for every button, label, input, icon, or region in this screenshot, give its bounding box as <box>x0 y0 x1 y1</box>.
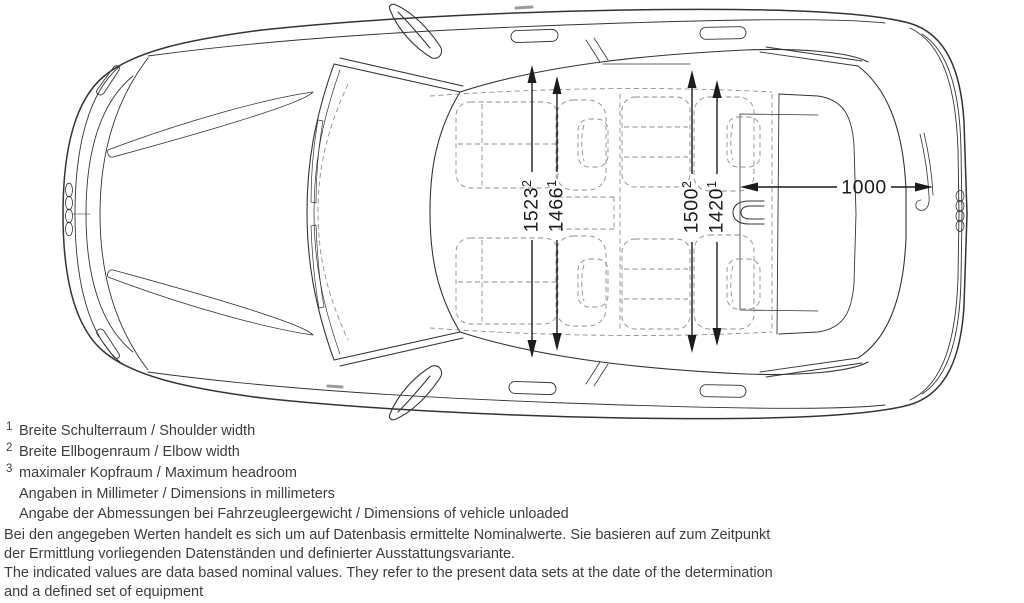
dim-value: 1523 <box>521 187 543 232</box>
disclaimer-line: Bei den angegeben Werten handelt es sich… <box>4 527 771 543</box>
door-handles <box>508 26 747 398</box>
windshield-front-edge-inner <box>313 69 341 355</box>
roof-side-left <box>459 48 869 93</box>
dim-superscript: 2 <box>680 181 694 188</box>
footnote-text: Angaben in Millimeter / Dimensions in mi… <box>19 486 335 502</box>
beltline-left <box>147 19 886 57</box>
disclaimer-paragraph: Bei den angegeben Werten handelt es sich… <box>4 526 966 602</box>
dimension-front-elbow-width: 15232 <box>520 65 543 358</box>
headlight-left-icon <box>96 65 120 96</box>
front-seat-right <box>455 235 609 327</box>
front-bumper-line <box>85 75 134 353</box>
svg-text:15232: 15232 <box>520 180 543 233</box>
rear-seat-left <box>621 96 761 192</box>
a-pillar-left <box>333 57 464 93</box>
cargo-area <box>739 93 857 335</box>
dim-value: 1500 <box>681 188 703 233</box>
footnote-units: Angaben in Millimeter / Dimensions in mi… <box>6 484 966 504</box>
rear-wiper <box>915 132 934 211</box>
disclaimer-line: der Ermittlung vorliegenden Datenständen… <box>4 546 516 562</box>
svg-text:14661: 14661 <box>545 180 568 233</box>
footnote-unloaded: Angabe der Abmessungen bei Fahrzeugleerg… <box>6 504 966 524</box>
dimension-rear-elbow-width: 15002 <box>680 70 703 353</box>
dimension-rear-shoulder-width: 14201 <box>705 80 728 346</box>
footnote-text: maximaler Kopfraum / Maximum headroom <box>19 465 298 481</box>
windshield-wipers <box>310 119 325 309</box>
dimension-annotations: 15232 14661 15002 14201 <box>520 65 933 358</box>
svg-text:14201: 14201 <box>705 181 728 234</box>
rear-armrest-handle <box>732 200 765 225</box>
dim-superscript: 2 <box>520 180 534 187</box>
footnote-shoulder-width: 1 Breite Schulterraum / Shoulder width <box>6 421 966 442</box>
beltline-right <box>147 371 886 409</box>
svg-text:15002: 15002 <box>680 181 703 234</box>
dim-value: 1420 <box>706 188 728 233</box>
rear-window-edge <box>857 65 907 359</box>
windshield-front-edge <box>306 63 335 361</box>
dim-superscript: 1 <box>705 181 719 188</box>
roof-rail-marks <box>326 5 534 389</box>
side-mirror-left <box>388 3 443 59</box>
rear-seat-right <box>621 234 761 330</box>
roof-side-right <box>459 331 869 376</box>
hood-crease <box>107 91 314 158</box>
footnote-headroom: 3 maximaler Kopfraum / Maximum headroom <box>6 463 966 484</box>
disclaimer-line: and a defined set of equipment <box>4 584 204 600</box>
interior-dashed-details <box>317 83 773 341</box>
dim-superscript: 1 <box>545 180 559 187</box>
side-mirror-right <box>388 365 443 421</box>
c-pillar-seam <box>759 46 863 378</box>
car-top-view-illustration <box>62 3 968 421</box>
cabin-edge <box>429 327 773 336</box>
dimension-load-length: 1000 <box>740 177 933 199</box>
cabin-edge <box>429 88 773 97</box>
center-console <box>558 196 615 230</box>
tailgate-line <box>921 33 963 395</box>
dashboard-edge <box>317 83 349 341</box>
dimension-front-shoulder-width: 14661 <box>545 76 568 351</box>
footnote-marker: 2 <box>6 442 13 454</box>
audi-rings-rear-icon <box>955 190 965 232</box>
a-pillar-right <box>333 331 464 367</box>
footnote-text: Breite Schulterraum / Shoulder width <box>19 423 256 439</box>
front-seat-left <box>455 99 609 191</box>
tailgate-line <box>909 27 960 401</box>
footnote-marker: 3 <box>6 463 13 475</box>
headlight-right-icon <box>96 328 120 359</box>
b-pillar-seam <box>585 37 609 387</box>
hood-crease <box>107 269 314 336</box>
footnote-elbow-width: 2 Breite Ellbogenraum / Elbow width <box>6 442 966 463</box>
disclaimer-line: The indicated values are data based nomi… <box>4 565 773 581</box>
footnote-marker: 1 <box>6 421 13 433</box>
dim-value: 1000 <box>841 177 886 199</box>
footnote-text: Breite Ellbogenraum / Elbow width <box>19 444 240 460</box>
footnote-text: Angabe der Abmessungen bei Fahrzeugleerg… <box>19 506 569 522</box>
car-body-outline <box>62 8 968 420</box>
roof-front-edge <box>429 91 461 333</box>
hood-front-edge <box>99 57 149 371</box>
dim-value: 1466 <box>546 187 568 232</box>
audi-rings-front-icon <box>65 182 91 237</box>
